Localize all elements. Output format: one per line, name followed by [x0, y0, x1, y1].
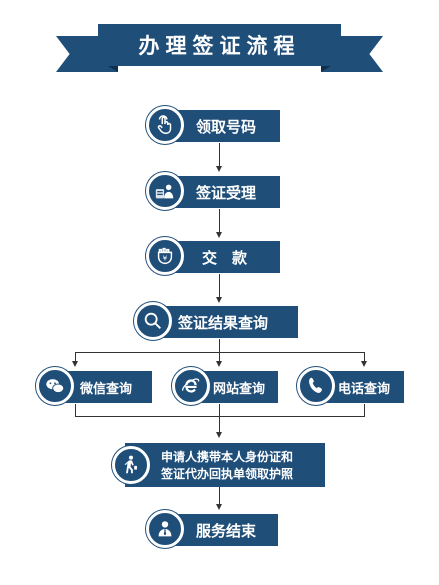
arrow-down: [216, 166, 222, 172]
connector: [364, 352, 366, 362]
step-result-query: 签证结果查询: [150, 306, 298, 338]
connector: [75, 404, 77, 416]
step-label: 网站查询: [213, 381, 266, 397]
step-label: 签证结果查询: [178, 313, 269, 332]
connector: [364, 404, 366, 416]
svg-text:¥: ¥: [163, 254, 168, 263]
wechat-icon: [36, 367, 74, 405]
page-title: 办理签证流程: [98, 24, 341, 66]
touch-icon: [146, 106, 184, 144]
step-label: 微信查询: [80, 381, 133, 397]
connector: [219, 274, 221, 298]
payment-icon: ¥: [146, 237, 184, 275]
arrow-down: [216, 232, 222, 238]
connector: [219, 416, 221, 433]
step-label-line-2: 签证代办回执单领取护照: [161, 467, 294, 481]
arrow-down: [216, 432, 222, 438]
step-label: 电话查询: [338, 381, 391, 397]
phone-icon: [297, 367, 335, 405]
ie-browser-icon: [172, 367, 210, 405]
person-icon: [146, 510, 184, 548]
step-label: 签证受理: [196, 183, 257, 202]
connector: [219, 209, 221, 233]
arrow-down: [216, 361, 222, 367]
arrow-down: [72, 361, 78, 367]
step-label: 领取号码: [196, 117, 257, 136]
connector: [219, 487, 221, 505]
search-icon: [134, 302, 172, 340]
connector: [219, 339, 221, 352]
connector: [219, 404, 221, 416]
step-label: 交 款: [202, 248, 248, 267]
step-label: 服务结束: [196, 521, 257, 540]
arrow-down: [361, 361, 367, 367]
connector: [219, 143, 221, 167]
connector: [75, 352, 77, 362]
connector: [219, 352, 221, 362]
walking-person-icon: [112, 446, 150, 484]
reception-icon: [146, 172, 184, 210]
step-label-line-1: 申请人携带本人身份证和: [161, 450, 294, 464]
arrow-down: [216, 297, 222, 303]
arrow-down: [216, 504, 222, 510]
step-collect-passport: 申请人携带本人身份证和 签证代办回执单领取护照: [125, 443, 325, 487]
